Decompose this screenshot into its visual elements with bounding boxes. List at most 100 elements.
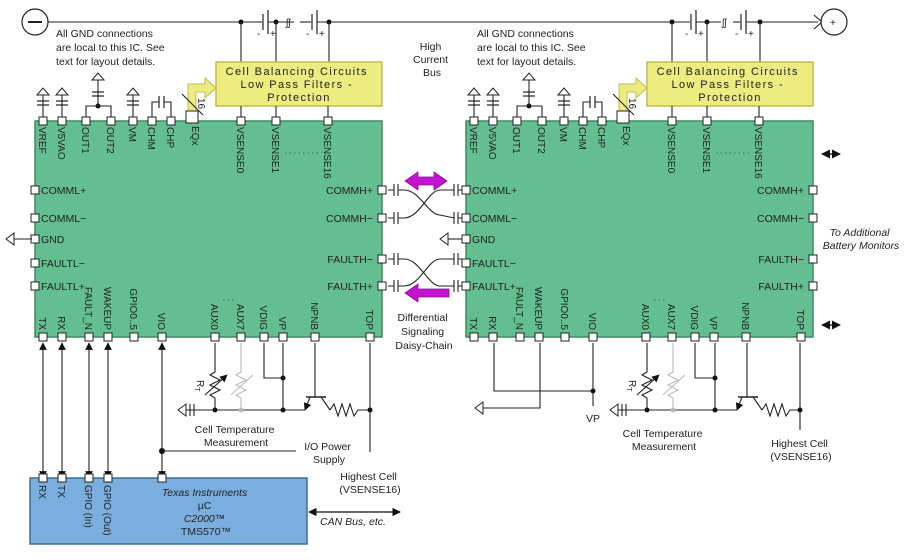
ground-icon [54, 87, 70, 96]
pin [377, 213, 387, 223]
pin-label: COMML+ [472, 185, 517, 197]
cell-plus-label: + [319, 29, 325, 40]
battery-monitor-ic-left [34, 120, 383, 338]
pin [461, 234, 471, 244]
pin-label: VSENSE16 [752, 127, 763, 179]
pin [808, 185, 818, 195]
pin-label: AUX0 [639, 304, 650, 331]
pin-label: COMMH+ [326, 185, 373, 197]
pin-label: AUX7 [665, 304, 676, 331]
pin [271, 116, 281, 126]
pin [667, 116, 677, 126]
filter-block-left: Cell Balancing Circuits Low Pass Filters… [181, 61, 383, 124]
ground-icon [521, 72, 537, 81]
pin [559, 116, 569, 126]
pin [537, 116, 547, 126]
pin [166, 116, 176, 126]
pin [377, 254, 387, 264]
cell-temp-label-right: Cell Temperature Measurement [623, 428, 706, 453]
cell-minus-label: - [257, 29, 260, 40]
pin [38, 332, 48, 342]
pin [469, 332, 479, 342]
pin-label: WAKEUP [101, 287, 112, 330]
pin-label: VREF [36, 127, 47, 154]
microcontroller-block [29, 477, 308, 545]
cell-plus-label: + [748, 29, 754, 40]
pin-label: NPNB [308, 302, 319, 330]
pin-label: FAULTL+ [41, 281, 85, 293]
pin [236, 116, 246, 126]
pin-label: FAULTH− [327, 254, 373, 266]
eqx-pin [616, 110, 630, 124]
pin-label: COMML− [41, 213, 86, 225]
high-current-bus-label: High Current Bus [413, 41, 451, 79]
pin-label: V5VAO [55, 127, 66, 160]
pin [690, 332, 700, 342]
pin-label: COMML− [472, 213, 517, 225]
pin [323, 116, 333, 126]
cell-plus-label: + [270, 29, 276, 40]
ground-icon [90, 72, 106, 81]
mcu-pin-label: RX [36, 485, 47, 499]
daisy-chain-label: Differential Signaling Daisy-Chain [395, 312, 452, 352]
cell-minus-label: - [735, 29, 738, 40]
pin-label: COMML+ [41, 185, 86, 197]
svg-text:Cell Balancing Circuits: Cell Balancing Circuits Low Pass Filters… [226, 66, 373, 104]
vp-label: VP [586, 413, 600, 425]
pin-label: FAULTH+ [327, 281, 373, 293]
pin [461, 185, 471, 195]
pin-label: CHP [595, 127, 606, 148]
pin-label: VSENSE16 [321, 127, 332, 179]
pin-label: VDIG [257, 306, 268, 331]
pin-label: NPNB [739, 302, 750, 330]
pin [808, 254, 818, 264]
pin [808, 213, 818, 223]
ground-icon [125, 87, 141, 96]
pin-label: GPIO0..5 [558, 288, 569, 330]
pin-label: GPIO0..5 [127, 288, 138, 330]
pin-label: VSENSE0 [234, 127, 245, 174]
pin-label: TOP [363, 310, 374, 331]
pin-label: VSENSE0 [665, 127, 676, 174]
positive-sign: + [830, 18, 836, 29]
thermistor-label: RT [193, 380, 205, 392]
mcu-pin [84, 473, 94, 483]
pin-label: CHP [164, 127, 175, 148]
pin [808, 281, 818, 291]
mcu-pin [38, 473, 48, 483]
gnd-note-left: All GND connections are local to this IC… [56, 28, 167, 68]
pin [702, 116, 712, 126]
pin [30, 234, 40, 244]
pin-label: VP [707, 317, 718, 331]
pin-label: VIO [586, 313, 597, 330]
pin [461, 258, 471, 268]
pin-label: FAULTL− [472, 258, 516, 270]
pin-label: EQx [620, 126, 631, 145]
pin [377, 281, 387, 291]
pin-label: VSENSE1 [269, 127, 280, 174]
pin [84, 332, 94, 342]
ground-icon [35, 87, 51, 96]
pin [236, 332, 246, 342]
svg-text:Cell Balancing Circuits: Cell Balancing Circuits Low Pass Filters… [657, 66, 804, 104]
pin [641, 332, 651, 342]
pin [57, 332, 67, 342]
pin-label: TOP [794, 310, 805, 331]
pin [81, 116, 91, 126]
pin [106, 116, 116, 126]
right-bottom-wiring [474, 343, 803, 430]
pin [30, 281, 40, 291]
can-bus-label: CAN Bus, etc. [320, 516, 386, 528]
gnd-note-right: All GND connections are local to this IC… [477, 28, 588, 68]
eqx-pin [185, 110, 199, 124]
pin-label: COMMH− [326, 213, 373, 225]
pin [310, 332, 320, 342]
pin-label: VREF [467, 127, 478, 154]
pin-label: COMMH− [757, 213, 804, 225]
pin-label: OUT1 [79, 127, 90, 154]
pin-label: OUT2 [535, 127, 546, 154]
pin [30, 185, 40, 195]
bus-width-label: 16 [195, 98, 206, 110]
pin-label: GND [472, 234, 496, 246]
battery-cell-icon [258, 10, 294, 34]
